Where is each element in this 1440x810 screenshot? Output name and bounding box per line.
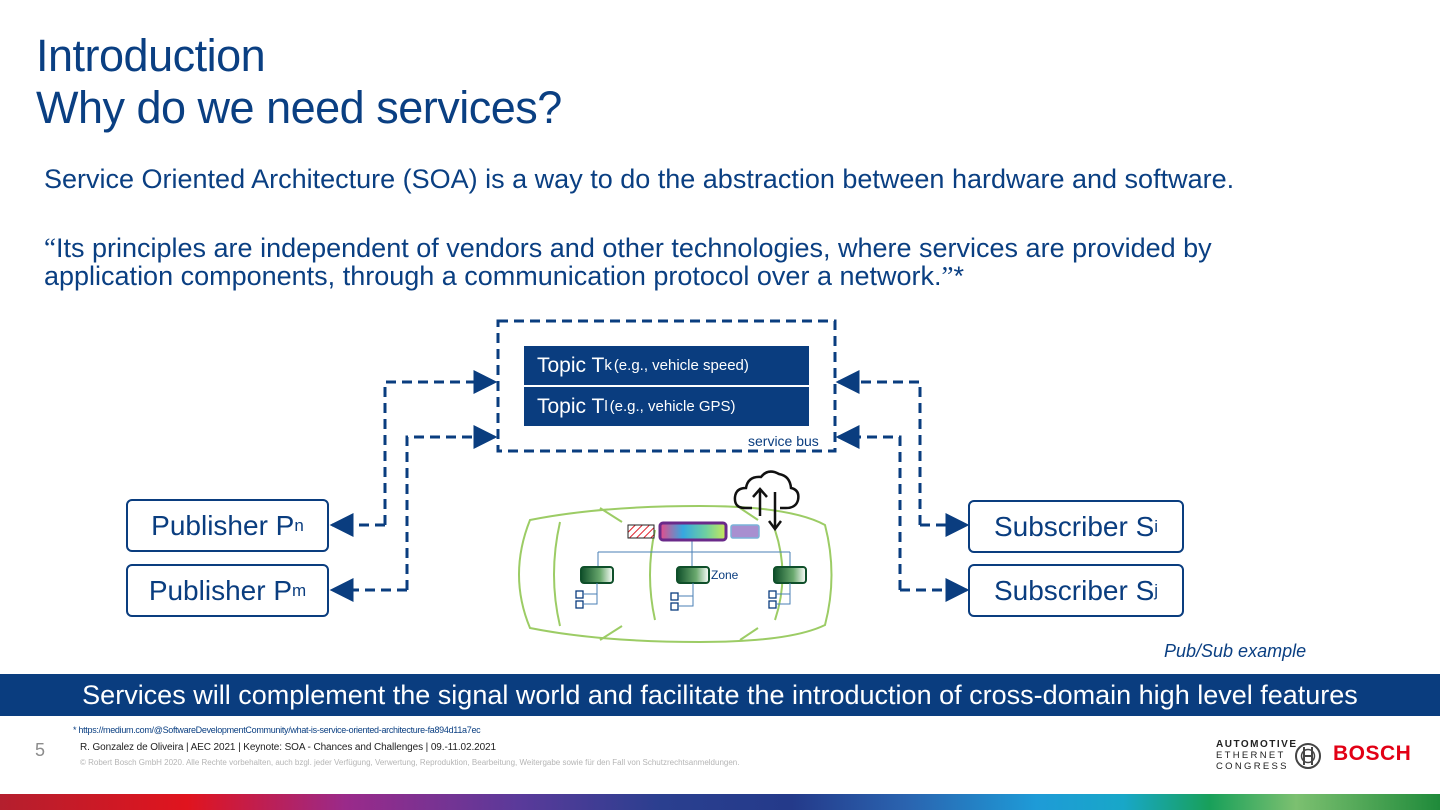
publisher-m-sub: m	[292, 580, 307, 600]
publisher-n-arrow	[383, 370, 498, 525]
copyright-notice: © Robert Bosch GmbH 2020. Alle Rechte vo…	[80, 758, 740, 767]
topic-k-sub: k	[604, 357, 612, 374]
brand-color-stripe	[0, 794, 1440, 810]
diagram-caption: Pub/Sub example	[1164, 641, 1307, 661]
connectivity-module	[730, 524, 760, 539]
topic-l-detail: (e.g., vehicle GPS)	[609, 398, 736, 415]
quote-line-2: application components, through a commun…	[44, 261, 942, 291]
bosch-armature-icon	[1295, 743, 1321, 769]
topic-l-sub: l	[604, 398, 608, 415]
quote-block: “Its principles are independent of vendo…	[44, 234, 1212, 290]
topic-k-detail: (e.g., vehicle speed)	[613, 357, 749, 374]
topic-l-prefix: Topic T	[537, 394, 605, 418]
cloud-upload-download-icon	[733, 470, 800, 532]
subscriber-j-label: Subscriber S	[993, 574, 1155, 606]
central-compute-unit	[658, 521, 728, 542]
service-bus-label: service bus	[748, 433, 819, 449]
topic-k-prefix: Topic T	[537, 353, 605, 377]
publisher-n-sub: n	[294, 515, 304, 535]
intro-text: Service Oriented Architecture (SOA) is a…	[44, 164, 1235, 194]
title-line-1: Introduction	[36, 30, 266, 81]
aec-logo-line-1: AUTOMOTIVE	[1216, 739, 1298, 750]
subscriber-j-sub: j	[1154, 580, 1159, 600]
zone-ecu-center	[676, 566, 710, 584]
car-outline-icon	[518, 504, 833, 644]
subscriber-i-label: Subscriber S	[993, 510, 1155, 542]
zone-ecu-left	[580, 566, 614, 584]
aec-logo: AUTOMOTIVE ETHERNET CONGRESS	[1216, 739, 1297, 772]
subscriber-j-arrow	[835, 425, 902, 590]
title-line-2: Why do we need services?	[36, 82, 562, 133]
zone-label: Zone	[711, 568, 739, 582]
zone-network: Zone	[575, 521, 807, 611]
page-number: 5	[35, 740, 46, 760]
slide-title: Introduction Why do we need services?	[36, 30, 562, 134]
service-bus-box	[496, 319, 837, 453]
publisher-m-label: Publisher P	[148, 574, 292, 606]
quote-footnote-marker: *	[953, 261, 964, 291]
quote-open-mark: “	[44, 233, 56, 263]
subscriber-i-sub: i	[1154, 516, 1159, 536]
publisher-m-arrow	[405, 425, 498, 590]
bosch-logo: BOSCH	[1333, 742, 1412, 765]
quote-close-mark: ”	[941, 261, 954, 291]
key-message-banner: Services will complement the signal worl…	[0, 674, 1440, 716]
footnote-link[interactable]: * https://medium.com/@SoftwareDevelopmen…	[73, 725, 481, 735]
aec-logo-line-2: ETHERNET	[1216, 750, 1286, 761]
author-line: R. Gonzalez de Oliveira | AEC 2021 | Key…	[80, 742, 496, 753]
zone-ecu-right	[773, 566, 807, 584]
publisher-n-label: Publisher P	[151, 509, 295, 541]
aec-logo-line-3: CONGRESS	[1216, 761, 1289, 772]
subscriber-i-arrow	[835, 370, 922, 525]
quote-line-1: Its principles are independent of vendor…	[55, 233, 1212, 263]
hatched-module	[627, 524, 655, 539]
